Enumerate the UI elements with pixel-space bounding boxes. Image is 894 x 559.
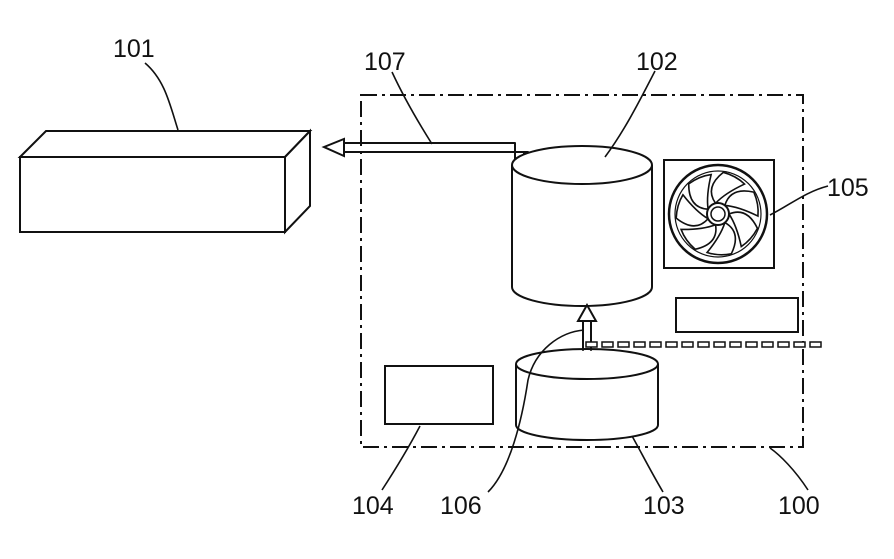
label-106: 106 xyxy=(440,492,482,520)
rail-segment xyxy=(810,342,821,347)
arrow-up-icon xyxy=(578,305,596,321)
output-pipe xyxy=(343,143,528,161)
rail-segment xyxy=(714,342,725,347)
rail-segment xyxy=(762,342,773,347)
control-unit-box xyxy=(385,366,493,424)
leader-100 xyxy=(770,448,808,490)
leader-103 xyxy=(632,436,663,492)
fan-icon xyxy=(664,160,774,268)
rail-segment xyxy=(586,342,597,347)
rail-segment xyxy=(602,342,613,347)
leader-104 xyxy=(382,426,420,490)
leader-107 xyxy=(392,72,432,144)
rail-segment xyxy=(746,342,757,347)
lower-tank xyxy=(516,349,658,440)
arrow-left-icon xyxy=(324,139,344,156)
rail-segment xyxy=(730,342,741,347)
rail-segment xyxy=(650,342,661,347)
label-101: 101 xyxy=(113,35,155,63)
dashed-rail xyxy=(586,342,821,347)
leader-102 xyxy=(605,71,655,157)
upper-tank xyxy=(512,146,652,306)
label-103: 103 xyxy=(643,492,685,520)
label-100: 100 xyxy=(778,492,820,520)
label-104: 104 xyxy=(352,492,394,520)
side-module xyxy=(676,298,798,332)
rail-segment xyxy=(682,342,693,347)
rail-segment xyxy=(618,342,629,347)
rail-segment xyxy=(698,342,709,347)
leader-105 xyxy=(770,186,828,215)
label-102: 102 xyxy=(636,48,678,76)
external-device-box xyxy=(20,131,310,232)
label-107: 107 xyxy=(364,48,406,76)
rail-segment xyxy=(778,342,789,347)
rail-segment xyxy=(634,342,645,347)
leader-101 xyxy=(145,63,178,130)
label-105: 105 xyxy=(827,174,869,202)
rail-segment xyxy=(794,342,805,347)
leader-lines xyxy=(145,63,828,492)
rail-segment xyxy=(666,342,677,347)
